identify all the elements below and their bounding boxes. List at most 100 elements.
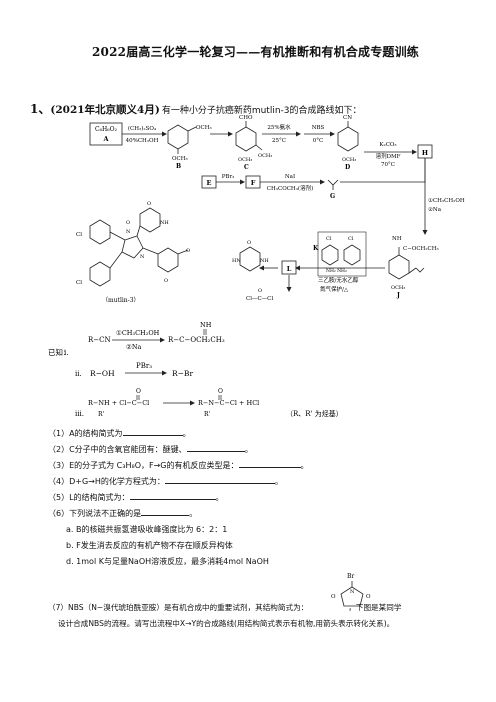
label-c: C	[244, 164, 249, 171]
known-iii-label: iii.	[75, 410, 84, 418]
known-i-reagent-2: ②Na	[126, 343, 142, 351]
pip-nh: NH	[260, 258, 269, 264]
mutlin-pip	[139, 207, 161, 233]
question-1-7-line1: （7）NBS（N−溴代琥珀酰亚胺）是有机合成中的重要试剂，其结构简式为：，下图是…	[48, 603, 402, 612]
g-structure	[327, 179, 339, 186]
c-och3-bottom: OCH₃	[238, 157, 252, 163]
answer-blank-6[interactable]	[141, 506, 190, 516]
phosgene: Cl—C—Cl	[246, 296, 273, 302]
mutlin-ring-1	[89, 219, 111, 245]
box-e-label: E	[207, 179, 212, 187]
mutlin-ring-2	[89, 261, 111, 287]
piperazinone-ring	[239, 246, 261, 272]
c-cho: CHO	[239, 115, 253, 121]
reagent-h-top: K₂CO₃	[379, 142, 396, 148]
pip-o: O	[247, 240, 251, 246]
question-1-1: （1）A的结构简式为。	[48, 426, 191, 439]
known-ii-reagent: PBr₃	[136, 362, 152, 370]
k-bracket	[317, 231, 367, 277]
reagent-l-top: 三乙胺/无水乙醇	[318, 276, 359, 284]
question-1-3: （3）E的分子式为 C₃H₈O，F→G的有机反应类型是：。	[48, 458, 309, 471]
question-intro: 有一种小分子抗癌新药mutlin-3的合成路线如下：	[161, 106, 362, 116]
known-i-left: R−CN	[88, 336, 111, 344]
known-i-reagent-1: ①CH₃CH₂OH	[116, 329, 160, 337]
j-ester: C−OCH₂CH₃	[403, 246, 439, 252]
box-a-formula: C₆H₆O₂	[95, 126, 118, 133]
mutlin-cl-1: Cl	[76, 232, 82, 238]
label-j: J	[396, 292, 400, 299]
question-1-heading: 1、(2021年北京顺义4月)有一种小分子抗癌新药mutlin-3的合成路线如下…	[30, 100, 362, 117]
label-b: B	[176, 163, 181, 170]
known-i-right: R−C−OCH₂CH₃	[168, 336, 225, 344]
nbs-br: Br	[347, 573, 354, 580]
known-iii-left: R−NH + Cl−C−Cl	[88, 399, 149, 407]
reagent-h-mid: 溶剂DMF	[376, 152, 401, 160]
mutlin-cl-2: Cl	[76, 280, 82, 286]
mutlin-n-1: N	[126, 229, 131, 235]
question-1-7-line2: 设计合成NBS的流程。请写出流程中X→Y的合成路线(用结构简式表示有机物,用箭头…	[58, 619, 395, 628]
reagent-d-top: NBS	[312, 125, 325, 131]
ring-j	[388, 254, 410, 280]
answer-blank-1[interactable]	[122, 426, 183, 436]
known-iii-r2: R'	[204, 411, 211, 418]
page-title: 2022届高三化学一轮复习——有机推断和有机合成专题训练	[92, 45, 420, 59]
question-1-6: （6）下列说法不正确的是。	[48, 506, 197, 519]
known-i-nh: NH	[200, 321, 212, 329]
answer-blank-3[interactable]	[238, 458, 301, 468]
reagent-a-top: (CH₃)₂SO₄	[128, 125, 157, 132]
option-b: b. F发生消去反应的有机产物不存在顺反异构体	[66, 541, 233, 550]
b-och3-top: OCH₃	[196, 125, 212, 131]
question-1-5: （5）L的结构简式为：。	[48, 490, 224, 503]
reagent-j-2: ②Na	[428, 206, 442, 213]
known-iii-note: （R、R' 为烃基）	[286, 409, 343, 418]
option-d: d. 1mol K与足量NaOH溶液反应，最多消耗4mol NaOH	[66, 557, 269, 566]
mutlin-o-4: O	[164, 278, 168, 284]
mutlin-imidazoline	[121, 235, 144, 259]
known-prefix: 已知：	[48, 347, 71, 357]
box-h-label: H	[422, 149, 428, 157]
question-1-4: （4）D+G→H的化学方程式为：。	[48, 474, 283, 487]
arrowhead	[162, 131, 167, 137]
answer-blank-2[interactable]	[186, 442, 245, 452]
box-l-label: L	[287, 265, 292, 273]
reagent-g-top: NaI	[285, 174, 295, 180]
known-iii-right: R−N−C−Cl + HCl	[198, 399, 259, 407]
known-ii-left: R−OH	[90, 369, 115, 378]
question-1-2: （2）C分子中的含氧官能团有：醚键、。	[48, 442, 253, 455]
reagent-g-bottom: CH₃COCH₃(溶剂)	[267, 184, 313, 192]
nbs-o-1: O	[331, 594, 336, 600]
d-cn: CN	[343, 115, 352, 121]
phosgene-o: O	[258, 288, 262, 294]
box-a-label: A	[102, 135, 109, 143]
reagent-a-bottom: 40%CH₃OH	[126, 138, 159, 144]
mutlin-n-2: N	[140, 254, 145, 260]
nbs-ring	[340, 586, 364, 607]
reagent-c-top: 25%氨水	[267, 123, 291, 131]
box-l	[281, 260, 297, 275]
k-cl-2: Cl	[348, 236, 354, 242]
answer-blank-5[interactable]	[129, 490, 216, 500]
known-iii-o-2: O	[218, 388, 223, 395]
mutlin-label: （mutlin-3）	[102, 297, 140, 304]
reagent-f: PBr₃	[222, 174, 235, 180]
answer-blank-4[interactable]	[164, 474, 275, 484]
ring-b	[167, 124, 189, 150]
reagent-j-1: ①CH₃CH₂OH	[428, 197, 465, 204]
known-ii-label: ii.	[75, 370, 82, 378]
j-och3: OCH₃	[391, 285, 405, 291]
box-f-label: F	[251, 179, 256, 187]
mutlin-ring-3	[157, 247, 179, 273]
label-k: K	[313, 245, 319, 252]
option-a: a. B的核磁共振氢谱吸收峰强度比为 6：2：1	[66, 525, 228, 534]
pip-hn: HN	[232, 258, 241, 264]
mutlin-o-3: O	[186, 248, 190, 254]
known-ii-right: R−Br	[172, 369, 193, 378]
question-number: 1、	[30, 102, 51, 116]
d-och3: OCH₃	[342, 157, 356, 163]
label-g: G	[330, 193, 335, 200]
ring-d	[337, 126, 359, 152]
mutlin-nh: NH	[160, 220, 169, 226]
reagent-d-bottom: 0°C	[313, 138, 323, 144]
reagent-c-bottom: 25°C	[272, 138, 286, 144]
question-source: (2021年北京顺义4月)	[50, 104, 160, 116]
